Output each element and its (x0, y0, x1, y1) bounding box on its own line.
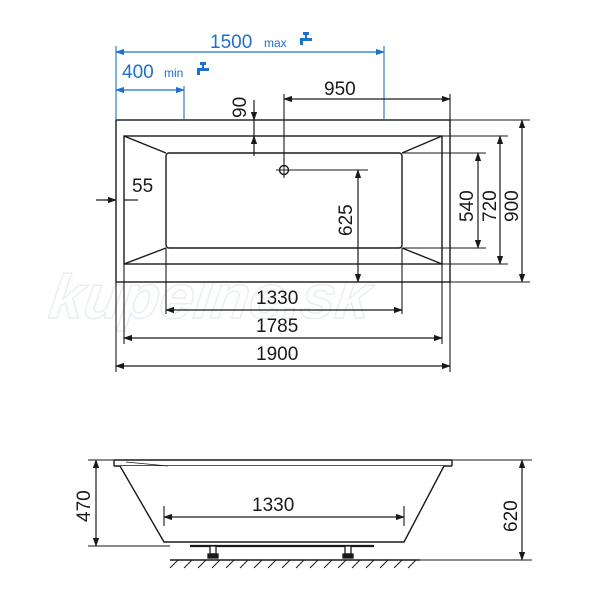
dim-1500-label: 1500 (210, 32, 252, 53)
dim-1900: 1900 (115, 344, 451, 370)
dim-540: 540 (457, 152, 482, 249)
dim-720: 720 (480, 135, 504, 265)
dim-540-label: 540 (457, 190, 478, 222)
side-view (113, 459, 453, 559)
dim-470: 470 (74, 459, 100, 547)
dim-1900-label: 1900 (256, 344, 298, 365)
dim-1330-top: 1330 (165, 288, 403, 314)
dim-1785: 1785 (123, 316, 443, 342)
dim-720-label: 720 (480, 190, 501, 222)
dim-90-label: 90 (230, 97, 251, 118)
dim-950-label: 950 (324, 79, 356, 100)
dim-55-label: 55 (132, 176, 153, 197)
tub-side-profile (119, 465, 445, 543)
floor-line (169, 559, 420, 569)
extension-lines-side (88, 459, 532, 561)
dim-400-suffix: min (164, 66, 183, 80)
dim-55: 55 (96, 176, 153, 204)
dim-1500-suffix: max (264, 36, 287, 50)
dim-620-label: 620 (501, 500, 522, 532)
faucet-icon (300, 32, 312, 45)
dim-400-min: 400 min (115, 62, 185, 94)
dim-90: 90 (230, 97, 258, 156)
dim-950: 950 (283, 79, 451, 103)
dim-625-label: 625 (336, 204, 357, 236)
dim-1330-top-label: 1330 (256, 288, 298, 309)
dim-1330-side: 1330 (163, 495, 405, 521)
dim-900-label: 900 (502, 190, 523, 222)
tub-outer-rim (115, 119, 451, 283)
dim-400-label: 400 (122, 62, 154, 83)
faucet-icon (197, 62, 209, 75)
dim-1785-label: 1785 (256, 316, 298, 337)
support-legs (207, 545, 354, 559)
dim-1330-side-label: 1330 (252, 495, 294, 516)
dim-1500-max: 1500 max (115, 32, 385, 56)
dim-900: 900 (502, 119, 526, 283)
dim-470-label: 470 (74, 490, 95, 522)
top-view (115, 119, 451, 283)
dim-620: 620 (501, 459, 526, 561)
dim-625: 625 (336, 169, 362, 283)
